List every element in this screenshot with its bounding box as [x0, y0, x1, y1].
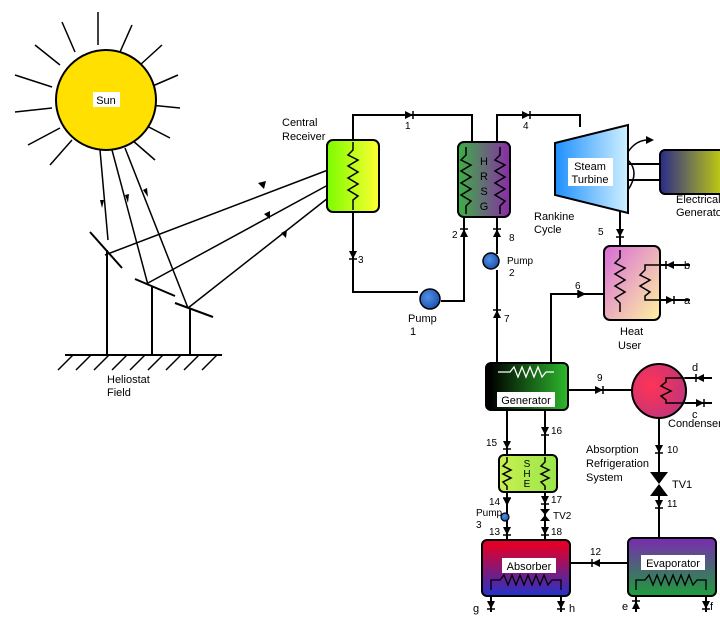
- she-letter-h: H: [523, 469, 530, 480]
- absorber-label: Absorber: [507, 561, 552, 573]
- pump-1-label-2: 1: [410, 326, 416, 338]
- state-15: 15: [486, 438, 498, 449]
- state-4: 4: [523, 121, 529, 132]
- evaporator-label: Evaporator: [646, 558, 700, 570]
- state-17: 17: [551, 495, 563, 506]
- state-2: 2: [452, 230, 458, 241]
- state-point-labels: 1 2 3 4 5 6 7 8 9 10 11 12 13 14 15 16 1…: [358, 121, 679, 558]
- hrsg-letter-g: G: [480, 201, 489, 213]
- state-6: 6: [575, 281, 581, 292]
- electrical-generator: Electrical Generator: [659, 149, 720, 219]
- steam-turbine-label-bg: [568, 158, 613, 186]
- throttle-valve-2: TV2: [540, 509, 572, 522]
- pump-3-label-1: Pump: [476, 508, 503, 519]
- state-7: 7: [504, 314, 510, 325]
- state-16: 16: [551, 426, 563, 437]
- solar-beams: [99, 147, 189, 309]
- port-a: a: [684, 295, 691, 307]
- steam-turbine-label-1: Steam: [574, 161, 606, 173]
- heliostat-label-2: Field: [107, 387, 131, 399]
- evaporator-coil: [635, 573, 707, 590]
- pump-1-label-1: Pump: [408, 313, 437, 325]
- state-13: 13: [489, 527, 501, 538]
- tv1-label: TV1: [672, 479, 692, 491]
- state-1: 1: [405, 121, 411, 132]
- reflected-beams: [104, 169, 329, 309]
- port-h: h: [569, 603, 575, 615]
- rankine-label-2: Cycle: [534, 224, 562, 236]
- absorber: Absorber: [481, 539, 571, 597]
- absorption-label-3: System: [586, 472, 623, 484]
- rankine-label-1: Rankine: [534, 211, 574, 223]
- reflected-arrows: [258, 181, 287, 238]
- condenser: Condenser: [631, 363, 720, 430]
- sun: Sun: [14, 12, 181, 166]
- evaporator: Evaporator: [627, 537, 717, 597]
- state-11: 11: [667, 499, 678, 510]
- absorber-coil: [490, 573, 562, 590]
- port-b: b: [684, 260, 690, 272]
- hrsg-letter-h: H: [480, 156, 488, 168]
- sun-label-bg: [93, 92, 120, 107]
- port-c: c: [692, 409, 698, 421]
- tv2-label: TV2: [553, 511, 572, 522]
- sun-label: Sun: [96, 95, 116, 107]
- hrsg-letter-s: S: [480, 186, 487, 198]
- heat-user-label-2: User: [618, 340, 642, 352]
- port-d: d: [692, 362, 698, 374]
- rotation-arrow-head: [646, 136, 654, 144]
- heliostat-label-1: Heliostat: [107, 374, 150, 386]
- central-receiver-label-1: Central: [282, 117, 317, 129]
- pump-1: Pump 1: [408, 288, 441, 338]
- she-letter-s: S: [524, 459, 531, 470]
- central-receiver-label-2: Receiver: [282, 131, 326, 143]
- port-e: e: [622, 601, 628, 613]
- absorption-label-1: Absorption: [586, 444, 639, 456]
- shaft-curve: [627, 159, 635, 191]
- she-letter-e: E: [524, 479, 531, 490]
- port-f: f: [710, 601, 714, 613]
- pump-3: Pump 3: [476, 508, 510, 531]
- absorption-label-2: Refrigeration: [586, 458, 649, 470]
- pump-2: Pump 2: [482, 252, 534, 279]
- electrical-generator-label-2: Generator: [676, 207, 720, 219]
- port-g: g: [473, 603, 479, 615]
- beam-arrows: [100, 188, 148, 208]
- state-14: 14: [489, 497, 501, 508]
- state-3: 3: [358, 255, 364, 266]
- state-10: 10: [667, 445, 679, 456]
- central-receiver: Central Receiver: [282, 117, 380, 213]
- steam-turbine: Steam Turbine: [554, 123, 654, 215]
- solution-heat-exchanger: S H E: [498, 454, 558, 493]
- electrical-generator-label-1: Electrical: [676, 194, 720, 206]
- pump-2-label-1: Pump: [507, 256, 534, 267]
- steam-turbine-label-2: Turbine: [572, 174, 609, 186]
- evaporator-label-bg: [641, 555, 705, 570]
- hrsg: H R S G: [457, 141, 511, 218]
- state-9: 9: [597, 373, 603, 384]
- generator-label-bg: [497, 392, 555, 407]
- state-5: 5: [598, 227, 604, 238]
- state-8: 8: [509, 233, 515, 244]
- rotation-arrow: [627, 139, 649, 153]
- port-labels: b a d c g h e f: [473, 260, 714, 615]
- heliostat-field: Heliostat Field: [57, 231, 222, 399]
- hrsg-letter-r: R: [480, 171, 488, 183]
- absorption-generator: Generator: [485, 362, 569, 411]
- throttle-valve-1: TV1: [650, 472, 692, 496]
- generator-label: Generator: [501, 395, 551, 407]
- heat-user: Heat User: [603, 245, 661, 352]
- pump-3-label-2: 3: [476, 520, 482, 531]
- pump-2-label-2: 2: [509, 268, 515, 279]
- state-12: 12: [590, 547, 602, 558]
- flow-markers: [349, 111, 710, 610]
- heat-user-label-1: Heat: [620, 326, 643, 338]
- state-18: 18: [551, 527, 563, 538]
- generator-coil: [498, 365, 554, 379]
- condenser-label: Condenser: [668, 418, 720, 430]
- absorber-label-bg: [502, 558, 556, 573]
